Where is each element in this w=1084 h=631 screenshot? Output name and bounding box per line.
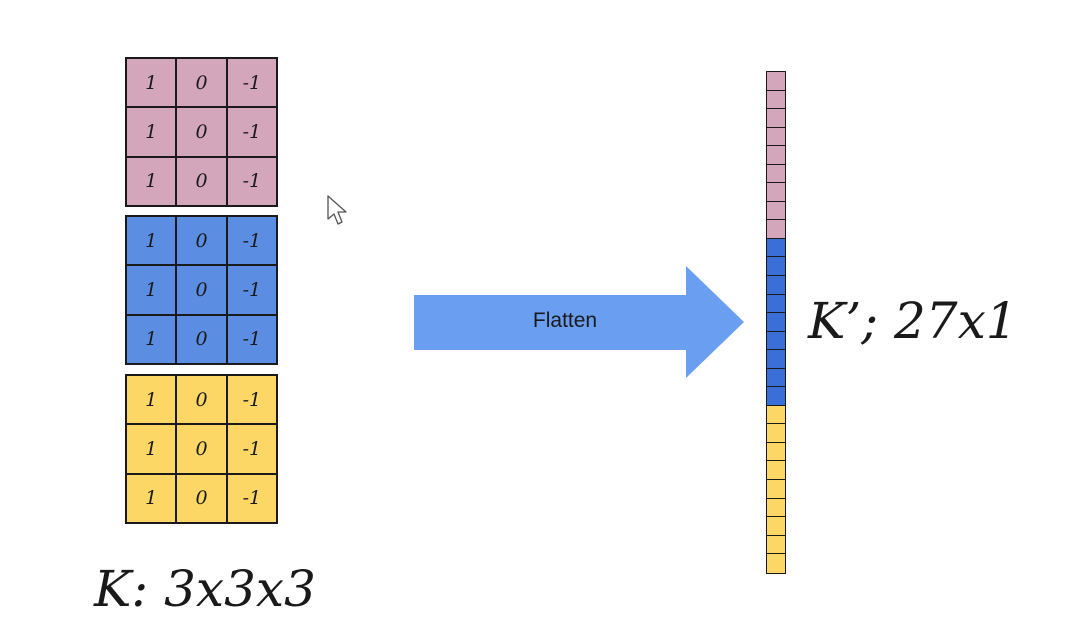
kernel-cell: -1	[226, 58, 277, 108]
kernel-cell: 0	[176, 107, 227, 157]
kernel-cell: 0	[176, 314, 227, 364]
kernel-cell: -1	[226, 216, 277, 266]
flattened-label: K’; 27x1	[808, 292, 1018, 350]
vector-cell-yellow	[767, 480, 785, 499]
vector-cell-yellow	[767, 461, 785, 481]
vector-cell-blue	[767, 257, 785, 277]
flatten-arrow-icon	[414, 266, 744, 378]
kernel-cell: 0	[176, 156, 227, 206]
kernel-cell: -1	[226, 375, 277, 425]
kernel-cell: 1	[126, 107, 177, 157]
mouse-pointer-icon	[327, 195, 347, 225]
vector-cell-yellow	[767, 517, 785, 536]
vector-cell-pink	[767, 109, 785, 128]
vector-cell-pink	[767, 201, 785, 221]
vector-cell-blue	[767, 313, 785, 332]
kernel-cell: 0	[176, 265, 227, 315]
vector-cell-pink	[767, 127, 785, 147]
kernel-cell: 0	[176, 216, 227, 266]
flatten-label: Flatten	[532, 309, 598, 332]
vector-cell-blue	[767, 276, 785, 295]
kernel-cell: 1	[126, 265, 177, 315]
vector-cell-yellow	[767, 554, 785, 573]
kernel-cell: -1	[226, 424, 277, 474]
vector-cell-yellow	[767, 442, 785, 462]
kernel-cell: 1	[126, 216, 177, 266]
kernel-cell: 1	[126, 375, 177, 425]
kernel-cell: -1	[226, 473, 277, 523]
vector-cell-yellow	[767, 405, 785, 425]
kernel-cell: 1	[126, 58, 177, 108]
kernel-cell: -1	[226, 265, 277, 315]
vector-cell-pink	[767, 90, 785, 110]
kernel-cell: -1	[226, 107, 277, 157]
vector-cell-pink	[767, 72, 785, 91]
kernel-cell: 0	[176, 473, 227, 523]
kernel-cell: 0	[176, 58, 227, 108]
kernel-cell: 1	[126, 424, 177, 474]
kernel-label: K: 3x3x3	[94, 560, 316, 618]
vector-cell-pink	[767, 146, 785, 165]
kernel-cell: 1	[126, 314, 177, 364]
kernel-cell: 0	[176, 424, 227, 474]
vector-cell-pink	[767, 220, 785, 239]
kernel-cell: -1	[226, 156, 277, 206]
vector-cell-blue	[767, 350, 785, 369]
vector-cell-yellow	[767, 535, 785, 555]
vector-cell-yellow	[767, 424, 785, 443]
kernel-cell: 1	[126, 473, 177, 523]
vector-cell-blue	[767, 294, 785, 314]
vector-cell-pink	[767, 183, 785, 202]
flattened-vector	[766, 71, 786, 574]
vector-cell-blue	[767, 368, 785, 388]
kernel-cell: 0	[176, 375, 227, 425]
vector-cell-blue	[767, 387, 785, 406]
kernel-cell: 1	[126, 156, 177, 206]
vector-cell-yellow	[767, 498, 785, 518]
kernel-cell: -1	[226, 314, 277, 364]
vector-cell-blue	[767, 238, 785, 258]
vector-cell-pink	[767, 164, 785, 184]
vector-cell-blue	[767, 331, 785, 351]
